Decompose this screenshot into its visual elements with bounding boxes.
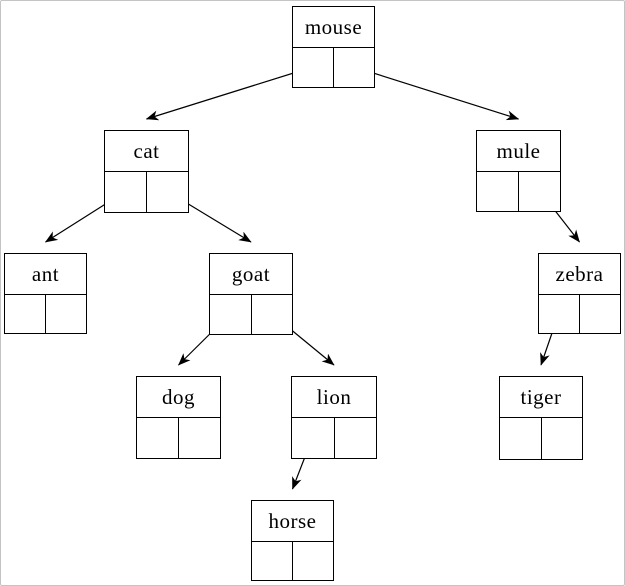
tree-node-ant: ant	[4, 253, 87, 334]
node-label-lion: lion	[292, 377, 376, 418]
right-pointer-cell-mouse	[334, 48, 374, 87]
pointer-cells-horse	[252, 542, 333, 580]
left-pointer-cell-mule	[477, 172, 519, 211]
left-pointer-cell-cat	[105, 172, 147, 212]
pointer-cells-cat	[105, 172, 188, 212]
pointer-cells-dog	[137, 418, 220, 458]
node-label-dog: dog	[137, 377, 220, 418]
pointer-cells-zebra	[539, 295, 620, 333]
node-label-tiger: tiger	[500, 377, 582, 418]
right-pointer-cell-ant	[46, 295, 86, 333]
edge-mouse-left-to-cat	[145, 66, 313, 121]
tree-node-mouse: mouse	[292, 6, 375, 88]
tree-node-mule: mule	[476, 130, 561, 212]
left-pointer-cell-zebra	[539, 295, 580, 333]
right-pointer-cell-dog	[179, 418, 220, 458]
node-label-cat: cat	[105, 131, 188, 172]
pointer-cells-lion	[292, 418, 376, 458]
tree-node-dog: dog	[136, 376, 221, 459]
left-pointer-cell-horse	[252, 542, 293, 580]
left-pointer-cell-goat	[210, 295, 252, 334]
edge-mouse-right-to-mule	[354, 66, 520, 121]
right-pointer-cell-horse	[293, 542, 333, 580]
node-label-mule: mule	[477, 131, 560, 172]
pointer-cells-tiger	[500, 418, 582, 459]
tree-node-zebra: zebra	[538, 253, 621, 334]
right-pointer-cell-zebra	[580, 295, 620, 333]
pointer-cells-mouse	[293, 48, 374, 87]
pointer-cells-goat	[210, 295, 292, 334]
node-label-goat: goat	[210, 254, 292, 295]
pointer-cells-ant	[5, 295, 86, 333]
tree-node-tiger: tiger	[499, 376, 583, 460]
tree-node-goat: goat	[209, 253, 293, 335]
left-pointer-cell-ant	[5, 295, 46, 333]
right-pointer-cell-tiger	[542, 418, 583, 459]
node-label-zebra: zebra	[539, 254, 620, 295]
left-pointer-cell-mouse	[293, 48, 334, 87]
right-pointer-cell-goat	[252, 295, 293, 334]
left-pointer-cell-tiger	[500, 418, 542, 459]
node-label-horse: horse	[252, 501, 333, 542]
right-pointer-cell-lion	[335, 418, 377, 458]
pointer-cells-mule	[477, 172, 560, 211]
tree-node-lion: lion	[291, 376, 377, 459]
node-label-ant: ant	[5, 254, 86, 295]
node-label-mouse: mouse	[293, 7, 374, 48]
tree-node-horse: horse	[251, 500, 334, 581]
right-pointer-cell-cat	[147, 172, 188, 212]
tree-node-cat: cat	[104, 130, 189, 213]
left-pointer-cell-lion	[292, 418, 335, 458]
left-pointer-cell-dog	[137, 418, 179, 458]
right-pointer-cell-mule	[519, 172, 560, 211]
